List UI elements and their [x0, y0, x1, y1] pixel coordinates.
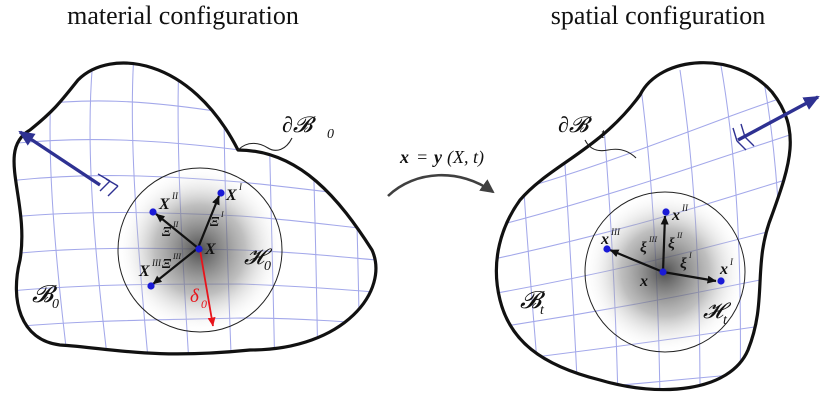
svg-text:t: t [723, 313, 728, 328]
material-configuration-title: material configuration [67, 1, 299, 30]
spatial-configuration-title: spatial configuration [551, 1, 765, 30]
svg-text:ξ: ξ [640, 240, 647, 256]
spatial-bond-label-3: ξ III [640, 235, 657, 256]
material-bond-label-2: Ξ II [162, 220, 179, 240]
svg-text:t: t [601, 127, 606, 142]
svg-text:III: III [610, 227, 621, 237]
svg-text:x: x [639, 273, 648, 290]
material-neighbor-point-2 [149, 208, 157, 216]
svg-text:ξ: ξ [668, 236, 675, 252]
svg-text:III: III [648, 235, 657, 244]
spatial-bond-arrow-1 [662, 270, 717, 284]
svg-text:(X, t): (X, t) [447, 147, 484, 168]
svg-text:0: 0 [52, 297, 59, 312]
svg-text:∂𝓑: ∂𝓑 [282, 112, 317, 137]
svg-text:0: 0 [327, 127, 334, 142]
spatial-bond-label-2: ξ II [668, 231, 683, 252]
material-neighbor-point-1 [217, 189, 225, 197]
material-boundary-leader [237, 137, 293, 151]
mapping-label: x = y (X, t) [399, 147, 484, 168]
material-bond-label-1: Ξ I [210, 210, 224, 230]
material-normal-arrow [18, 130, 119, 197]
material-body-label: 𝓑 0 [32, 282, 59, 312]
svg-text:ξ: ξ [680, 256, 687, 272]
svg-text:Ξ: Ξ [210, 215, 220, 230]
spatial-neighbor-point-3 [603, 245, 611, 253]
material-bond-arrow-2 [155, 213, 199, 249]
material-bond-arrow-3 [152, 247, 199, 285]
svg-text:I: I [688, 251, 692, 260]
spatial-neighbor-label-1: x I [719, 257, 734, 278]
material-neighbor-label-2: X II [158, 191, 179, 213]
material-horizon-radius-arrow [199, 249, 216, 327]
svg-text:X: X [138, 263, 150, 280]
svg-text:=: = [416, 147, 428, 167]
material-neighbor-label-1: X I [225, 182, 243, 204]
spatial-center-point [659, 268, 667, 276]
spatial-normal-arrow [732, 95, 820, 151]
material-center-point [195, 245, 203, 253]
svg-text:x: x [600, 231, 609, 248]
svg-text:x: x [399, 147, 409, 167]
spatial-boundary-label: ∂𝓑 t [558, 112, 606, 142]
svg-text:II: II [676, 231, 683, 240]
spatial-bond-label-1: ξ I [680, 251, 692, 272]
spatial-horizon-circle [584, 191, 746, 353]
svg-text:y: y [432, 147, 443, 167]
material-boundary-label: ∂𝓑 0 [282, 112, 334, 142]
mapping-arrow [387, 173, 495, 197]
svg-text:X: X [158, 196, 170, 213]
material-neighbor-point-3 [147, 282, 155, 290]
svg-text:III: III [172, 252, 181, 261]
svg-text:II: II [171, 191, 179, 201]
svg-text:II: II [172, 220, 179, 229]
svg-text:III: III [151, 258, 162, 268]
svg-text:I: I [729, 257, 734, 267]
svg-text:II: II [681, 203, 689, 213]
material-neighbor-label-3: X III [138, 258, 162, 280]
svg-text:Ξ: Ξ [162, 225, 172, 240]
material-bond-arrow-1 [196, 195, 221, 249]
svg-text:0: 0 [264, 259, 271, 274]
spatial-neighbor-point-1 [717, 277, 725, 285]
spatial-body-label: 𝓑 t [520, 288, 546, 318]
spatial-bond-arrow-2 [660, 215, 669, 273]
spatial-body-outline [494, 61, 792, 392]
svg-text:X: X [204, 241, 216, 258]
spatial-neighbor-label-3: x III [600, 227, 621, 248]
svg-text:t: t [540, 303, 545, 318]
svg-text:0: 0 [201, 297, 207, 311]
svg-text:δ: δ [190, 286, 200, 307]
svg-text:X: X [225, 187, 237, 204]
svg-text:x: x [719, 261, 728, 278]
svg-text:∂𝓑: ∂𝓑 [558, 112, 593, 137]
spatial-center-label: x [639, 273, 648, 290]
material-horizon-circle [117, 167, 283, 333]
material-center-label: X [204, 241, 216, 258]
svg-text:I: I [220, 210, 224, 219]
svg-text:Ξ: Ξ [162, 257, 172, 272]
spatial-bond-arrow-3 [609, 248, 664, 274]
svg-text:I: I [238, 182, 243, 192]
material-bond-label-3: Ξ III [162, 252, 181, 272]
spatial-boundary-leader [584, 139, 637, 159]
spatial-neighbor-label-2: x II [671, 203, 689, 224]
horizon-radius-label: δ 0 [190, 286, 207, 311]
spatial-neighbor-point-2 [662, 208, 670, 216]
svg-text:x: x [671, 207, 680, 224]
